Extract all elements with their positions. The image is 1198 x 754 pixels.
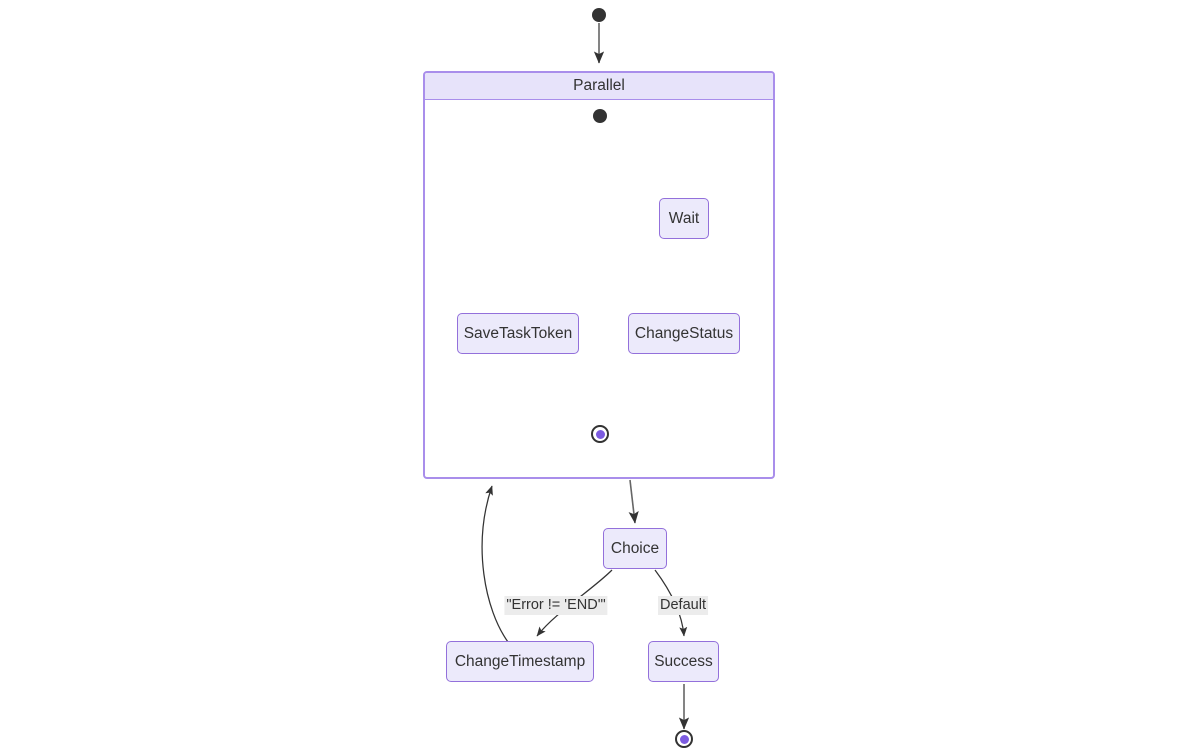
edge-changetimestamp-to-parallel [481, 485, 509, 643]
inner-start-state-node [593, 109, 607, 123]
state-node-success[interactable]: Success [648, 641, 719, 682]
composite-state-title: Parallel [425, 73, 773, 100]
state-node-wait[interactable]: Wait [659, 198, 709, 239]
state-node-changetimestamp[interactable]: ChangeTimestamp [446, 641, 594, 682]
state-node-choice[interactable]: Choice [603, 528, 667, 569]
inner-final-state-node [591, 425, 609, 443]
state-node-savetasktoken[interactable]: SaveTaskToken [457, 313, 579, 354]
start-state-node [592, 8, 606, 22]
edge-parallel-to-choice [628, 479, 639, 524]
final-state-dot [595, 429, 605, 439]
edge-label-default: Default [658, 596, 708, 615]
final-state-dot [679, 734, 689, 744]
edge-label-error-not-end: "Error != 'END'" [504, 596, 608, 615]
state-node-changestatus[interactable]: ChangeStatus [628, 313, 740, 354]
final-state-node [675, 730, 693, 748]
composite-state-parallel[interactable]: Parallel [423, 71, 775, 479]
